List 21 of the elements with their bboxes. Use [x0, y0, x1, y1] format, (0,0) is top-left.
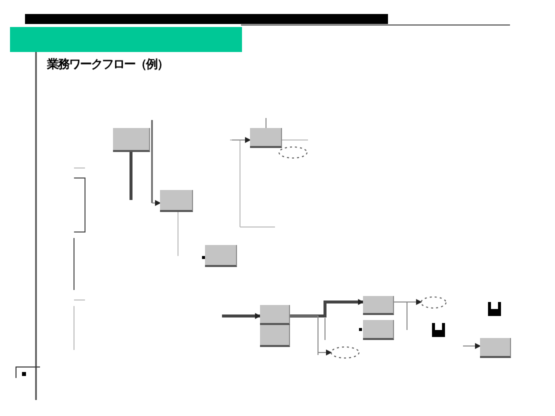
arrow	[462, 343, 481, 349]
arrow	[394, 299, 422, 305]
process-box	[160, 190, 193, 212]
arrow	[290, 299, 364, 318]
arrow	[222, 313, 261, 319]
arrow	[232, 137, 251, 143]
title: 業務ワークフロー（例）	[47, 56, 168, 73]
connector-line	[130, 152, 132, 200]
arrow	[152, 200, 161, 206]
process-box	[363, 296, 394, 315]
process-box	[480, 338, 511, 358]
process-box	[205, 245, 237, 267]
process-box	[363, 320, 394, 340]
dashed-ellipse	[278, 146, 308, 159]
process-box	[260, 305, 290, 325]
dashed-ellipse	[420, 296, 447, 309]
dashed-ellipse	[330, 346, 360, 359]
process-box	[113, 128, 150, 152]
arrow	[290, 316, 332, 356]
process-box	[260, 325, 290, 347]
process-box	[250, 128, 282, 148]
